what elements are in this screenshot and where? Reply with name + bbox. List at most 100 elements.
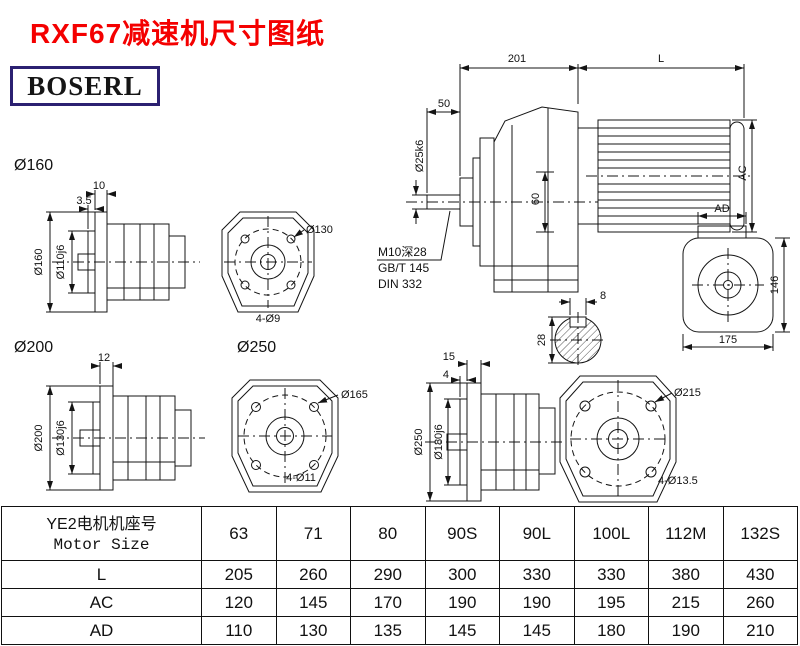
cell-L-7: 430	[722, 560, 798, 589]
bolt-hole	[579, 400, 591, 412]
cell-AC-1: 145	[275, 588, 351, 617]
bolt-hole	[286, 280, 296, 290]
motor-fins	[598, 127, 730, 225]
dim-f160-holes: 4-Ø9	[256, 313, 280, 325]
brand-logo: BOSERL	[10, 66, 160, 106]
bolt-hole	[251, 460, 261, 470]
header-motor-size-en: Motor Size	[53, 535, 150, 554]
table-row-L: L 205 260 290 300 330 330 380 430	[1, 560, 798, 589]
bolt-hole	[309, 460, 319, 470]
motor-end-view: AD 146 175	[682, 203, 790, 351]
dim-f200-holes: 4-Ø11	[286, 472, 316, 484]
flange160-front-view: Ø130 4-Ø9	[221, 211, 333, 325]
cell-AD-1: 130	[275, 616, 351, 645]
header-motor-size: YE2电机机座号 Motor Size	[1, 506, 202, 561]
cell-AD-6: 190	[648, 616, 724, 645]
header-size-80: 80	[350, 506, 426, 561]
dim-gear-length: 201	[508, 53, 526, 65]
cell-L-6: 380	[648, 560, 724, 589]
dim-f200-bolt-circle: Ø165	[341, 389, 368, 401]
header-size-90l: 90L	[499, 506, 575, 561]
dim-motor-length: L	[658, 53, 664, 65]
cell-AC-0: 120	[201, 588, 277, 617]
gear-housing	[493, 106, 579, 293]
bolt-hole	[645, 400, 657, 412]
tap-note: M10深28	[378, 245, 427, 259]
housing-rear	[538, 407, 556, 475]
label-flange250: Ø250	[237, 339, 276, 356]
dim-motor-height-ac: AC	[737, 165, 749, 180]
cell-AC-6: 215	[648, 588, 724, 617]
label-flange200: Ø200	[14, 339, 53, 356]
dim-f250-thickness: 15	[443, 351, 455, 363]
cell-AD-2: 135	[350, 616, 426, 645]
dim-f200-thickness: 12	[98, 352, 110, 364]
flange250-front-view: Ø215 4-Ø13.5	[559, 375, 701, 503]
cell-AC-2: 170	[350, 588, 426, 617]
housing-outline	[221, 211, 315, 313]
cell-AD-4: 145	[499, 616, 575, 645]
motor-end-cap	[729, 121, 745, 231]
housing-rear	[168, 235, 186, 289]
standard-gb: GB/T 145	[378, 261, 429, 275]
page-title: RXF67减速机尺寸图纸	[30, 18, 326, 49]
spigot	[459, 398, 468, 486]
dim-motor-ad: AD	[714, 203, 729, 215]
header-motor-size-cn: YE2电机机座号	[46, 515, 157, 533]
bolt-hole	[240, 280, 250, 290]
tap-note-leader	[377, 210, 451, 261]
bolt-hole	[579, 466, 591, 478]
cell-AC-5: 195	[573, 588, 649, 617]
cell-AD-7: 210	[722, 616, 798, 645]
housing-outline	[559, 375, 677, 503]
dim-f160-spigot-protrusion: 3.5	[76, 195, 91, 207]
flange200-side-view: 12 Ø200 Ø130j6	[33, 352, 205, 491]
dim-f250-spigot-dia: Ø180j6	[433, 424, 445, 459]
cell-L-5: 330	[573, 560, 649, 589]
cell-L-4: 330	[499, 560, 575, 589]
dim-key-height: 28	[536, 334, 548, 346]
row-label-L: L	[1, 560, 202, 589]
header-size-71: 71	[275, 506, 351, 561]
dim-f200-spigot-dia: Ø130j6	[55, 420, 67, 455]
dim-shaft-dia: Ø25k6	[414, 140, 426, 172]
header-size-63: 63	[201, 506, 277, 561]
shaft-bore	[276, 427, 294, 445]
dim-motor-175: 175	[719, 334, 737, 346]
header-size-132s: 132S	[722, 506, 798, 561]
dim-key-width: 8	[600, 290, 606, 302]
bolt-hole	[645, 466, 657, 478]
cell-L-2: 290	[350, 560, 426, 589]
cell-L-3: 300	[424, 560, 500, 589]
header-size-112m: 112M	[648, 506, 724, 561]
dimension-table: YE2电机机座号 Motor Size 63 71 80 90S 90L 100…	[1, 506, 798, 645]
dim-f250-bolt-circle: Ø215	[674, 387, 701, 399]
dim-f250-spigot-protrusion: 4	[443, 369, 449, 381]
terminal-box	[697, 225, 747, 239]
dim-motor-146: 146	[769, 276, 781, 294]
table-row-AC: AC 120 145 170 190 190 195 215 260	[1, 588, 798, 617]
spigot	[92, 401, 101, 475]
dim-f160-od: Ø160	[33, 249, 45, 276]
housing-rear	[174, 409, 192, 467]
cell-AC-4: 190	[499, 588, 575, 617]
dim-f250-holes: 4-Ø13.5	[658, 475, 698, 487]
cell-AC-3: 190	[424, 588, 500, 617]
header-size-90s: 90S	[424, 506, 500, 561]
cell-AC-7: 260	[722, 588, 798, 617]
shaft-keyway-section: 8 28	[536, 290, 606, 368]
standard-din: DIN 332	[378, 277, 422, 291]
main-assembly-view: 50 201 L Ø25k6 60 AC M10深28 GB/T 145 DIN…	[377, 53, 757, 293]
flange160-side-view: 10 3.5 Ø160 Ø110j6	[33, 180, 200, 313]
table-row-AD: AD 110 130 135 145 145 180 190 210	[1, 616, 798, 645]
dim-hub-60: 60	[530, 193, 542, 205]
cell-AD-5: 180	[573, 616, 649, 645]
cell-AD-0: 110	[201, 616, 277, 645]
header-size-100l: 100L	[573, 506, 649, 561]
bolt-hole	[240, 234, 250, 244]
dim-shaft-length: 50	[438, 98, 450, 110]
dim-f160-bolt-circle: Ø130	[306, 224, 333, 236]
flange250-side-view: 15 4 Ø250 Ø180j6	[413, 351, 562, 502]
flange200-front-view: Ø165 4-Ø11	[231, 379, 368, 493]
